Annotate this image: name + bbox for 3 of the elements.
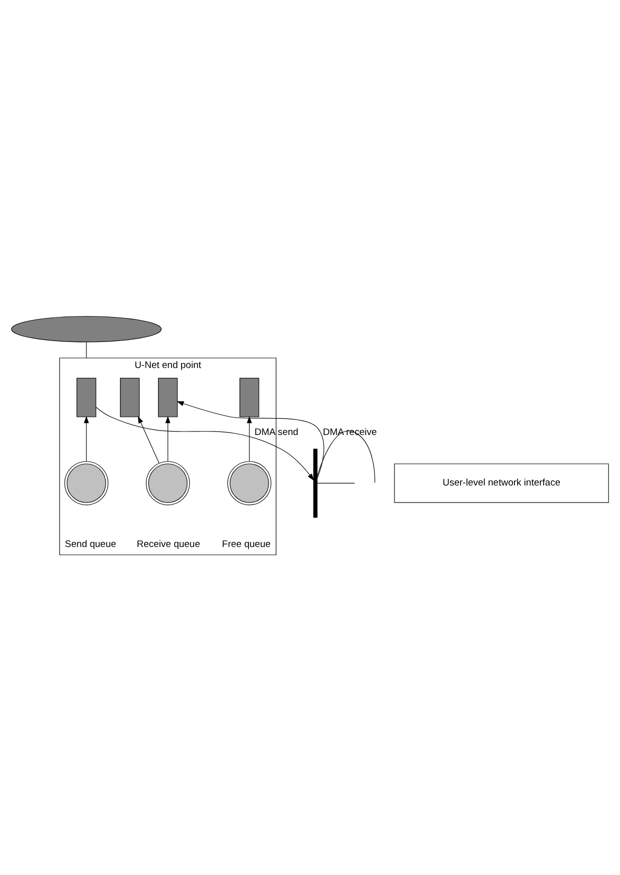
node-label: Free queue xyxy=(222,538,271,550)
node-label: Send queue xyxy=(64,538,116,550)
node-label: Receive queue xyxy=(136,538,200,550)
